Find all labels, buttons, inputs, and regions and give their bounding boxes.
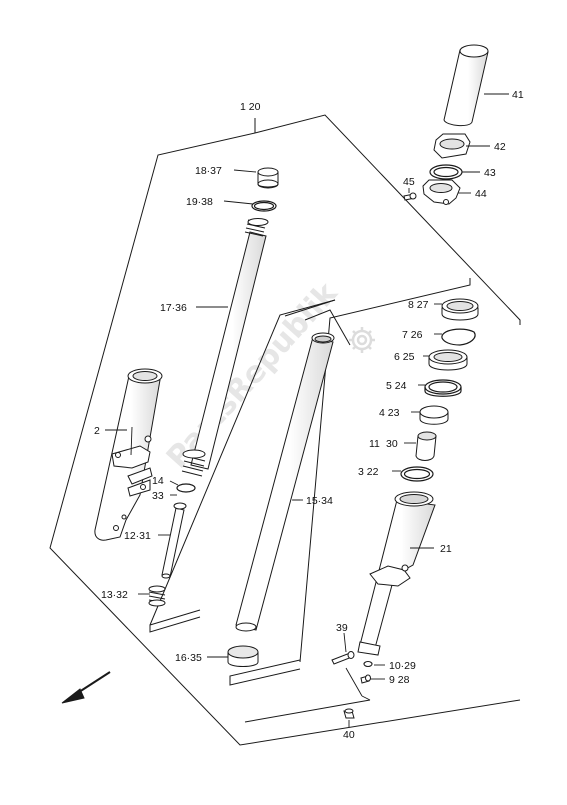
part-slide-bushing-3	[400, 466, 434, 482]
part-washer-43	[429, 164, 463, 180]
label-44: 44	[475, 188, 487, 200]
front-direction-arrow-icon	[61, 671, 111, 704]
label-43: 43	[484, 167, 496, 179]
part-damper-bolt	[161, 502, 187, 579]
part-cap-bolt	[257, 167, 279, 189]
label-17-36: 17·36	[160, 302, 187, 314]
part-small-oring	[176, 483, 196, 493]
label-12-31: 12·31	[124, 530, 151, 542]
part-slide-bushing	[227, 645, 259, 667]
part-adjust-nut	[433, 133, 471, 159]
gear-icon	[349, 327, 375, 353]
label-30: 30	[386, 438, 398, 450]
label-42: 42	[494, 141, 506, 153]
part-fork-cover	[443, 44, 489, 127]
label-5-24: 5 24	[386, 380, 407, 392]
assembly-outline	[49, 114, 521, 746]
part-seal-spacer	[424, 379, 462, 397]
label-15-34: 15·34	[306, 495, 333, 507]
label-11: 11	[369, 438, 380, 450]
label-41: 41	[512, 89, 524, 101]
label-39: 39	[336, 622, 348, 634]
label-7-26: 7 26	[402, 329, 423, 341]
part-damper-rod	[181, 218, 269, 477]
part-lower-spring	[148, 585, 166, 607]
label-33: 33	[152, 490, 164, 502]
part-drain-bolt	[360, 674, 371, 684]
part-bolt-40	[343, 708, 355, 719]
label-16-35: 16·35	[175, 652, 202, 664]
label-13-32: 13·32	[101, 589, 128, 601]
label-40: 40	[343, 729, 355, 741]
part-oil-lock-piece	[415, 431, 437, 461]
part-outer-tube-right	[357, 491, 436, 656]
part-dust-seal	[441, 298, 479, 321]
part-cap-oring	[251, 200, 277, 212]
label-8-27: 8 27	[408, 299, 429, 311]
label-3-22: 3 22	[358, 466, 379, 478]
watermark: PartsRepublik	[160, 275, 375, 475]
label-18-37: 18·37	[195, 165, 222, 177]
label-2: 2	[94, 425, 100, 437]
part-outer-tube	[94, 368, 163, 541]
leader-lines	[105, 93, 509, 727]
label-10-29: 10·29	[389, 660, 416, 672]
part-axle-bolt	[331, 651, 355, 665]
label-4-23: 4 23	[379, 407, 400, 419]
part-bracket-44	[422, 179, 461, 205]
part-inner-tube	[235, 332, 335, 632]
part-drain-washer	[363, 660, 373, 668]
label-9-28: 9 28	[389, 674, 410, 686]
part-oil-seal	[428, 349, 468, 371]
callout-labels: 1 20 18·37 19·38 17·36 2 14 33 12·31 13·…	[94, 89, 524, 741]
part-snap-ring	[441, 328, 476, 346]
part-guide-bushing	[419, 405, 449, 425]
label-1-20: 1 20	[240, 101, 261, 113]
label-19-38: 19·38	[186, 196, 213, 208]
label-6-25: 6 25	[394, 351, 415, 363]
label-14: 14	[152, 475, 164, 487]
label-45: 45	[403, 176, 415, 188]
part-bolt-45	[403, 192, 417, 201]
label-21: 21	[440, 543, 452, 555]
